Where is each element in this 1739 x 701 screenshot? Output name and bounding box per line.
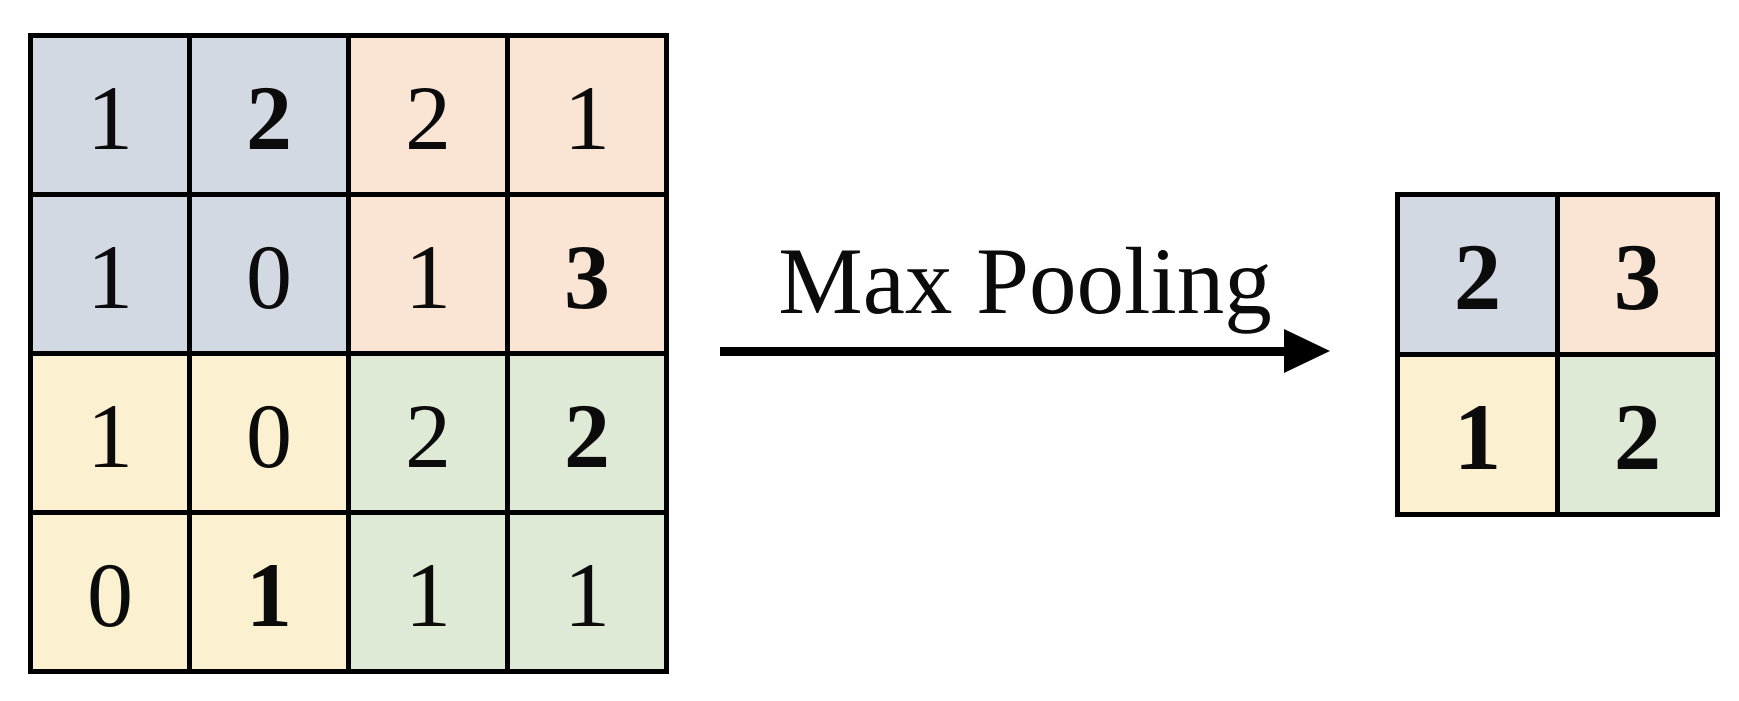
input-cell-r1c2: 1 bbox=[351, 197, 505, 351]
input-cell-r3c2: 1 bbox=[351, 515, 505, 669]
input-cell-r2c3: 2 bbox=[510, 356, 664, 510]
output-grid: 2 3 1 2 bbox=[1395, 192, 1720, 517]
input-cell-r2c1: 0 bbox=[192, 356, 346, 510]
input-grid: 1 2 2 1 1 0 1 3 1 0 2 2 0 1 1 1 bbox=[28, 33, 669, 674]
input-cell-r3c3: 1 bbox=[510, 515, 664, 669]
output-cell-r1c0: 1 bbox=[1400, 357, 1555, 512]
input-cell-r0c3: 1 bbox=[510, 38, 664, 192]
input-cell-r1c0: 1 bbox=[33, 197, 187, 351]
input-cell-r1c1: 0 bbox=[192, 197, 346, 351]
input-cell-r0c2: 2 bbox=[351, 38, 505, 192]
arrow-head-icon bbox=[1284, 329, 1330, 373]
output-cell-r1c1: 2 bbox=[1560, 357, 1715, 512]
output-cell-r0c1: 3 bbox=[1560, 197, 1715, 352]
input-cell-r0c0: 1 bbox=[33, 38, 187, 192]
input-cell-r1c3: 3 bbox=[510, 197, 664, 351]
input-cell-r3c1: 1 bbox=[192, 515, 346, 669]
input-cell-r2c2: 2 bbox=[351, 356, 505, 510]
input-cell-r2c0: 1 bbox=[33, 356, 187, 510]
input-cell-r0c1: 2 bbox=[192, 38, 346, 192]
arrow-line bbox=[720, 347, 1290, 356]
output-cell-r0c0: 2 bbox=[1400, 197, 1555, 352]
input-cell-r3c0: 0 bbox=[33, 515, 187, 669]
arrow-label: Max Pooling bbox=[778, 228, 1272, 334]
